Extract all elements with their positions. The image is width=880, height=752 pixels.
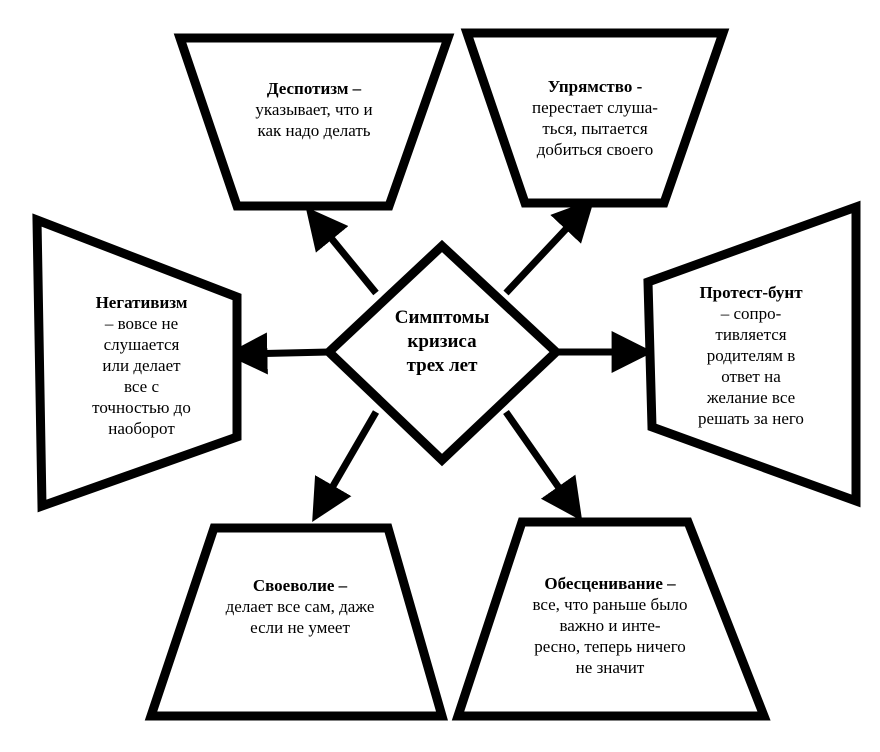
node-despotism-desc: указывает, что и как надо делать [255, 100, 373, 140]
node-stubbornness: Упрямство - перестает слуша- ться, пытае… [500, 76, 690, 160]
center-title: Симптомы кризиса трех лет [394, 307, 490, 376]
center-diamond [322, 239, 563, 467]
node-negativism-shape [32, 213, 242, 513]
node-devaluation-title: Обесценивание – [544, 574, 676, 593]
node-despotism-shape [173, 33, 455, 211]
node-protest-shape [643, 200, 861, 508]
node-self-will-shape [144, 523, 448, 721]
node-self-will-title: Своеволие – [252, 576, 348, 595]
arrow-to-devaluation [503, 409, 583, 522]
node-stubbornness-shape [460, 28, 730, 208]
node-devaluation-shape [451, 517, 771, 721]
node-protest-title: Протест-бунт [699, 283, 803, 302]
node-negativism: Негативизм – вовсе не слушается или дела… [64, 292, 219, 439]
node-protest-desc: – сопро- тивляется родителям в ответ на … [698, 304, 804, 428]
node-stubbornness-title: Упрямство - [547, 77, 643, 96]
arrow-to-despotism [305, 206, 379, 296]
arrow-to-self-will [312, 410, 380, 522]
arrow-to-stubbornness [503, 198, 595, 296]
node-devaluation: Обесценивание – все, что раньше было важ… [505, 573, 715, 678]
node-negativism-title: Негативизм [95, 293, 188, 312]
node-despotism-title: Деспотизм – [266, 79, 362, 98]
node-negativism-desc: – вовсе не слушается или делает все с то… [92, 314, 191, 438]
node-self-will: Своеволие – делает все сам, даже если не… [200, 575, 400, 638]
node-stubbornness-desc: перестает слуша- ться, пытается добиться… [532, 98, 658, 159]
node-self-will-desc: делает все сам, даже если не умеет [225, 597, 375, 637]
node-devaluation-desc: все, что раньше было важно и инте- ресно… [532, 595, 688, 677]
arrow-to-negativism [225, 332, 330, 375]
node-protest: Протест-бунт – сопро- тивляется родителя… [666, 282, 836, 429]
node-despotism: Деспотизм – указывает, что и как надо де… [219, 78, 409, 141]
